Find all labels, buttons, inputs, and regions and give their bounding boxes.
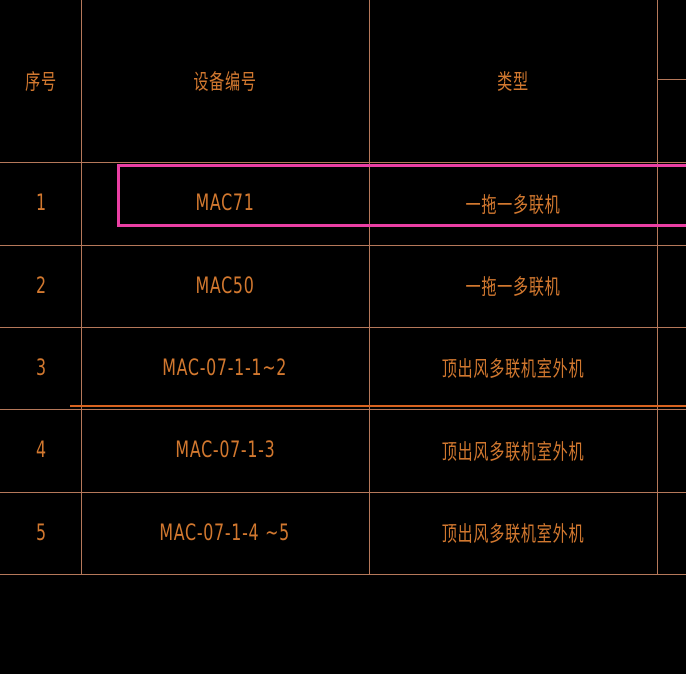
row-4-type: 顶出风多联机室外机 [441, 439, 585, 464]
grid-line-bottom [0, 574, 686, 575]
row-3-device-code-cell[interactable]: MAC-07-1-1~2 [81, 327, 369, 409]
row-2-index: 2 [35, 273, 46, 299]
row-5-index-cell[interactable]: 5 [0, 492, 81, 574]
header-cell-device-code: 设备编号 [81, 0, 369, 162]
row-4-device-code: MAC-07-1-3 [175, 438, 275, 463]
row-2-device-code: MAC50 [195, 273, 255, 299]
row-1-device-code: MAC71 [195, 191, 255, 216]
grid-line-col-2 [369, 0, 370, 575]
row-1-device-code-cell[interactable]: MAC71 [81, 162, 369, 245]
row-5-device-code: MAC-07-1-4 ~5 [159, 520, 291, 546]
row-2-type: 一拖一多联机 [465, 275, 561, 299]
header-cell-type: 类型 [369, 0, 657, 162]
header-index-label: 序号 [24, 70, 57, 94]
grid-line-header-stub [657, 79, 686, 80]
highlight-rule [70, 405, 686, 407]
grid-line-row-4-top [0, 409, 686, 410]
row-4-index: 4 [35, 438, 46, 463]
row-2-type-cell[interactable]: 一拖一多联机 [369, 245, 657, 327]
row-5-index: 5 [35, 520, 46, 546]
row-4-index-cell[interactable]: 4 [0, 409, 81, 492]
row-5-device-code-cell[interactable]: MAC-07-1-4 ~5 [81, 492, 369, 574]
row-4-type-cell[interactable]: 顶出风多联机室外机 [369, 409, 657, 492]
row-3-device-code: MAC-07-1-1~2 [162, 355, 288, 381]
row-4-device-code-cell[interactable]: MAC-07-1-3 [81, 409, 369, 492]
selection-box[interactable] [117, 164, 686, 227]
grid-line-row-3-top [0, 327, 686, 328]
row-5-type: 顶出风多联机室外机 [441, 522, 585, 546]
row-3-type-cell[interactable]: 顶出风多联机室外机 [369, 327, 657, 409]
grid-line-row-2-top [0, 245, 686, 246]
header-type-label: 类型 [497, 70, 529, 94]
grid-line-row-5-top [0, 492, 686, 493]
header-device-code-label: 设备编号 [193, 70, 257, 94]
row-1-index: 1 [35, 191, 46, 216]
row-1-type-cell[interactable]: 一拖一多联机 [369, 162, 657, 245]
row-3-index: 3 [35, 355, 46, 381]
grid-line-col-3 [657, 0, 658, 575]
row-2-device-code-cell[interactable]: MAC50 [81, 245, 369, 327]
header-cell-index: 序号 [0, 0, 81, 162]
row-3-index-cell[interactable]: 3 [0, 327, 81, 409]
row-5-type-cell[interactable]: 顶出风多联机室外机 [369, 492, 657, 574]
grid-line-col-1 [81, 0, 82, 575]
row-1-index-cell[interactable]: 1 [0, 162, 81, 245]
row-2-index-cell[interactable]: 2 [0, 245, 81, 327]
row-3-type: 顶出风多联机室外机 [441, 357, 585, 381]
row-1-type: 一拖一多联机 [465, 192, 561, 217]
grid-line-row-1-top [0, 162, 686, 163]
